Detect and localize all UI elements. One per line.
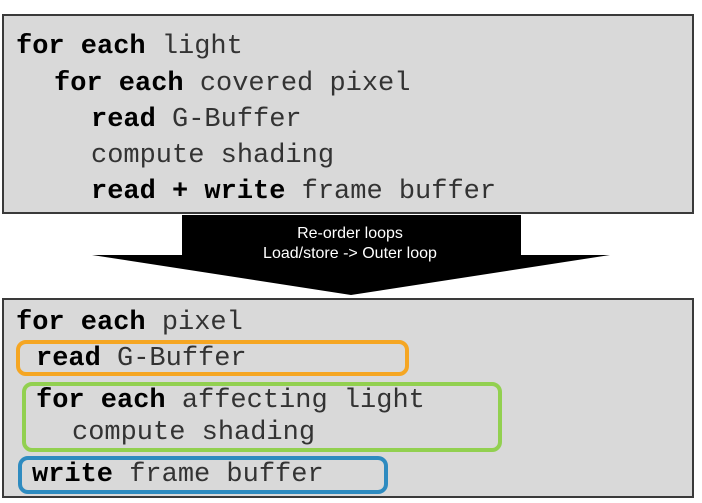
arrow-label-load-store: Load/store -> Outer loop (263, 245, 437, 262)
keyword-read-write: read + write (91, 177, 286, 207)
code-text: light (145, 32, 243, 62)
reordered-loop-code-box: for each pixel read G-Buffer for each af… (2, 298, 694, 498)
code-text: G-Buffer (155, 105, 302, 135)
code-line-write-frame-buffer: write frame buffer (32, 460, 324, 490)
code-line-compute-shading: compute shading (72, 418, 315, 448)
keyword-for-each: for each (54, 69, 184, 99)
code-text: compute shading (91, 141, 335, 171)
code-line-read-write-frame-buffer: read + write frame buffer (91, 177, 496, 207)
code-text: pixel (145, 308, 243, 338)
code-line-for-each-affecting-light: for each affecting light (36, 386, 425, 416)
code-line-for-each-pixel: for each pixel (16, 308, 243, 338)
keyword-for-each: for each (16, 308, 146, 338)
original-loop-code-box: for each light for each covered pixel re… (2, 14, 694, 214)
arrow-shape (92, 215, 610, 295)
reorder-arrow (92, 215, 610, 295)
keyword-write: write (32, 460, 114, 490)
highlight-light-loop (22, 382, 502, 452)
code-text: covered pixel (183, 69, 411, 99)
keyword-for-each: for each (16, 32, 146, 62)
arrow-label-reorder-loops: Re-order loops (297, 225, 403, 242)
code-line-read-gbuffer: read G-Buffer (36, 344, 247, 374)
keyword-read: read (91, 105, 156, 135)
code-text: compute shading (72, 418, 316, 448)
code-line-compute-shading: compute shading (91, 141, 334, 171)
code-line-for-each-light: for each light (16, 32, 243, 62)
code-text: frame buffer (113, 460, 324, 490)
code-line-read-gbuffer: read G-Buffer (91, 105, 302, 135)
keyword-read: read (36, 344, 101, 374)
code-text: frame buffer (285, 177, 497, 207)
code-text: G-Buffer (100, 344, 247, 374)
code-line-for-each-covered-pixel: for each covered pixel (54, 69, 410, 99)
highlight-read-gbuffer (16, 340, 409, 376)
keyword-for-each: for each (36, 386, 166, 416)
highlight-write-frame-buffer (18, 456, 388, 494)
code-text: affecting light (165, 386, 425, 416)
